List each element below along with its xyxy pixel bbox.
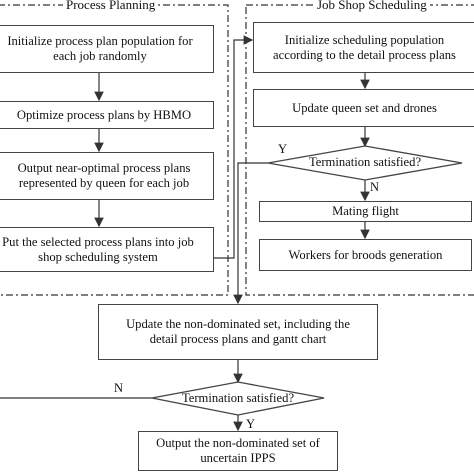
- output-near-optimal-box: Output near-optimal process plans repres…: [0, 152, 214, 200]
- outer-termination-diamond: [151, 381, 325, 416]
- optimize-hbmo-box: Optimize process plans by HBMO: [0, 101, 214, 129]
- output-nondominated-box: Output the non-dominated set of uncertai…: [138, 431, 338, 471]
- outer-termination-label: Termination satisfied?: [181, 391, 295, 405]
- process-planning-title: Process Planning: [63, 0, 159, 13]
- inner-termination-label: Termination satisfied?: [308, 155, 422, 169]
- outer-no-label: N: [114, 381, 124, 395]
- mating-flight-box: Mating flight: [259, 201, 472, 222]
- inner-termination-diamond: [267, 145, 463, 181]
- update-queen-drones-box: Update queen set and drones: [253, 89, 474, 127]
- put-selected-plans-box: Put the selected process plans into job …: [0, 227, 214, 272]
- update-nondominated-box: Update the non-dominated set, including …: [98, 304, 378, 360]
- init-process-plan-box: Initialize process plan population for e…: [0, 25, 214, 73]
- init-scheduling-box: Initialize scheduling population accordi…: [253, 22, 474, 73]
- inner-yes-label: Y: [278, 142, 288, 156]
- inner-no-label: N: [370, 180, 380, 194]
- outer-yes-label: Y: [246, 417, 256, 431]
- job-shop-scheduling-title: Job Shop Scheduling: [314, 0, 430, 13]
- workers-broods-box: Workers for broods generation: [259, 239, 472, 271]
